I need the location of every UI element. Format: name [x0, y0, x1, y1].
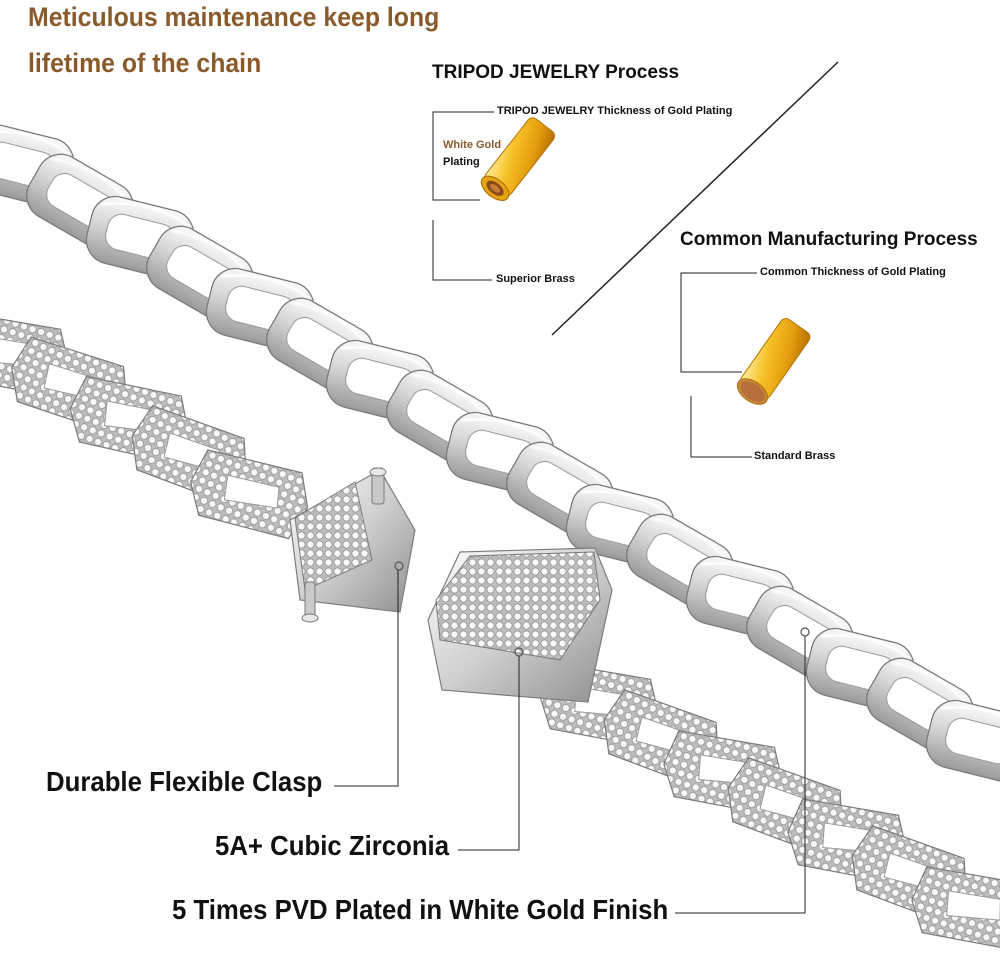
iced-chain-link	[189, 449, 309, 540]
plating-feature-label: 5 Times PVD Plated in White Gold Finish	[172, 894, 669, 925]
superior-brass-label: Superior Brass	[496, 273, 575, 285]
chain-link	[925, 699, 1000, 783]
common-thickness-label: Common Thickness of Gold Plating	[760, 266, 946, 278]
standard-brass-label: Standard Brass	[754, 450, 836, 462]
tripod-thickness-label: TRIPOD JEWELRY Thickness of Gold Plating	[497, 105, 733, 117]
iced-cuban-chain	[0, 312, 1000, 951]
zirconia-feature-label: 5A+ Cubic Zirconia	[215, 830, 450, 861]
headline-line-1: Meticulous maintenance keep long	[28, 2, 440, 32]
common-process-title: Common Manufacturing Process	[680, 229, 978, 250]
common-plating-tube	[736, 318, 811, 405]
cuban-chain	[0, 123, 1000, 783]
tripod-process-title: TRIPOD JEWELRY Process	[432, 62, 680, 83]
clasp-feature-label: Durable Flexible Clasp	[46, 766, 323, 797]
process-divider	[551, 61, 839, 336]
plating-label: Plating	[443, 156, 480, 168]
iced-chain-link	[911, 866, 1000, 951]
headline-line-2: lifetime of the chain	[28, 48, 262, 78]
clasp-box	[427, 547, 613, 703]
clasp-tongue	[289, 467, 416, 623]
annotation-lines	[334, 111, 806, 914]
white-gold-label: White Gold	[443, 139, 502, 151]
tripod-plating-tube	[480, 117, 556, 201]
